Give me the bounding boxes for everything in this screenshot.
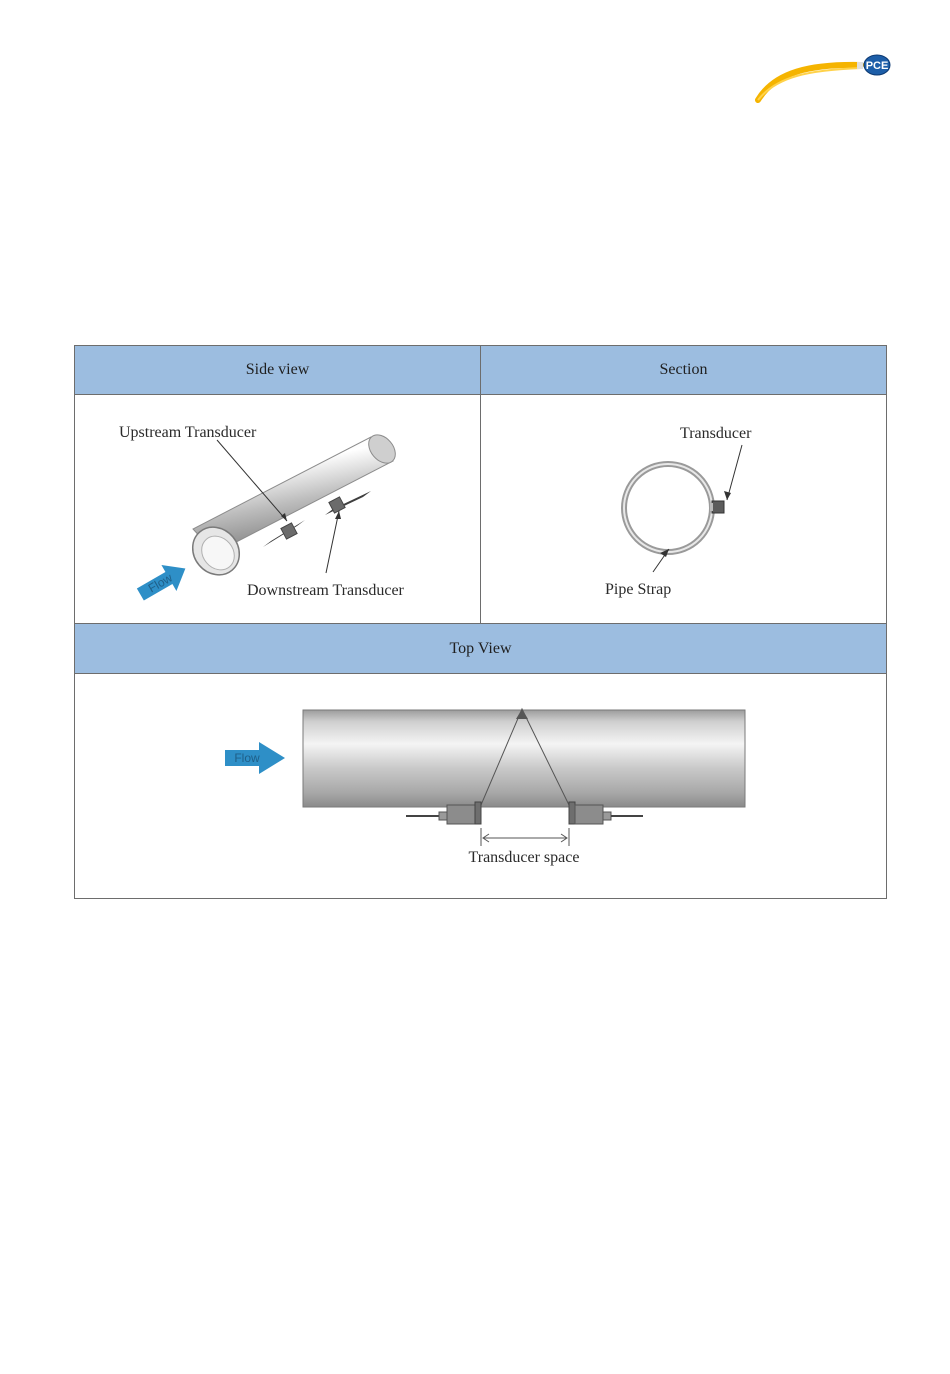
pipe-section-highlight [624,464,712,552]
pipe-strap-label: Pipe Strap [605,581,671,598]
upstream-transducer-block [281,523,297,539]
downstream-leader-line [326,511,339,573]
top-flow-arrow: Flow [225,742,285,774]
transducer-mounting-table: Side view Section [74,345,887,899]
side-view-title: Side view [246,361,310,379]
section-header: Section [480,345,887,395]
top-view-illustration: Transducer space Flow [75,674,888,900]
side-pipe [183,430,401,585]
top-view-title: Top View [449,640,511,658]
section-transducer-label: Transducer [680,425,752,442]
transducer-space-dimension [481,828,569,846]
section-panel: Transducer Pipe Strap [480,394,887,624]
top-pipe [303,710,745,807]
section-title: Section [660,361,708,379]
upstream-transducer-label: Upstream Transducer [119,424,257,441]
side-view-header: Side view [74,345,481,395]
section-transducer-block [712,501,724,513]
logo-text: PCE [866,60,889,72]
pce-logo: PCE [755,54,895,104]
downstream-transducer-label: Downstream Transducer [247,582,405,599]
side-flow-arrow: Flow [133,556,193,608]
side-view-illustration: Flow Upstream Transducer Downstream Tran… [75,395,482,625]
section-transducer-leader [727,445,742,500]
top-view-header: Top View [74,623,887,674]
top-flow-label: Flow [234,751,260,765]
side-view-panel: Flow Upstream Transducer Downstream Tran… [74,394,481,624]
transducer-space-label: Transducer space [469,849,580,866]
section-illustration: Transducer Pipe Strap [481,395,888,625]
top-view-panel: Transducer space Flow [74,673,887,899]
